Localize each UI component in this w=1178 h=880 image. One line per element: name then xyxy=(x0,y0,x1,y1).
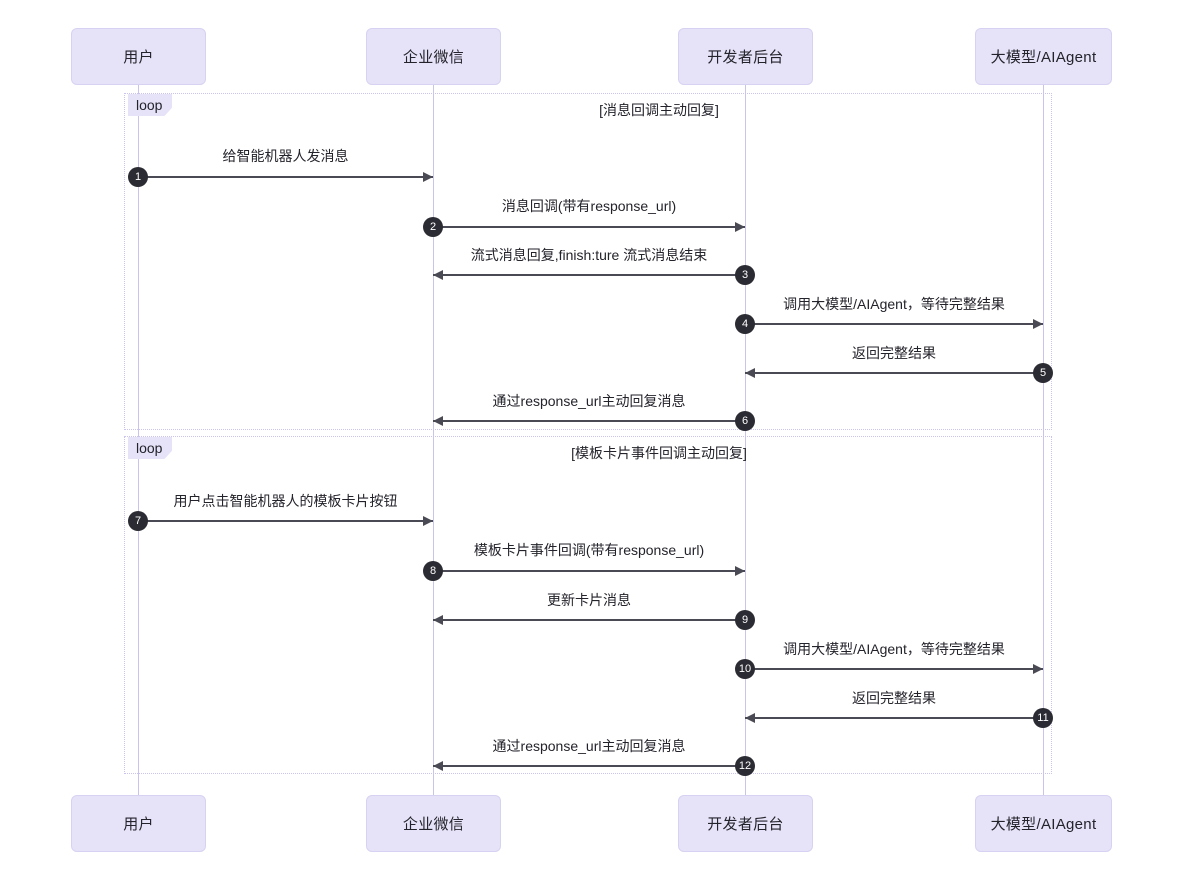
participant-box-llm-top[interactable]: 大模型/AIAgent xyxy=(975,28,1112,85)
message-line-12 xyxy=(433,765,745,767)
message-line-10 xyxy=(745,668,1043,670)
message-label-4: 调用大模型/AIAgent，等待完整结果 xyxy=(783,296,1005,312)
message-arrowhead-3 xyxy=(433,270,443,280)
message-number-badge-12: 12 xyxy=(735,756,755,776)
message-number-badge-5: 5 xyxy=(1033,363,1053,383)
participant-label: 企业微信 xyxy=(402,49,465,66)
lifeline-backend xyxy=(745,85,746,795)
participant-box-user-bottom[interactable]: 用户 xyxy=(71,795,206,852)
message-number-badge-11: 11 xyxy=(1033,708,1053,728)
participant-box-wecom-bottom[interactable]: 企业微信 xyxy=(366,795,501,852)
message-label-2: 消息回调(带有response_url) xyxy=(501,198,677,214)
message-arrowhead-6 xyxy=(433,416,443,426)
participant-label: 开发者后台 xyxy=(707,816,784,833)
participant-label: 开发者后台 xyxy=(707,49,784,66)
message-label-3: 流式消息回复,finish:ture 流式消息结束 xyxy=(470,247,708,263)
participant-label: 用户 xyxy=(123,49,154,66)
message-arrowhead-4 xyxy=(1033,319,1043,329)
message-arrowhead-12 xyxy=(433,761,443,771)
message-line-3 xyxy=(433,274,745,276)
participant-label: 用户 xyxy=(123,816,154,833)
loop-tag-2: loop xyxy=(128,437,173,459)
message-number-badge-4: 4 xyxy=(735,314,755,334)
participant-box-backend-bottom[interactable]: 开发者后台 xyxy=(678,795,813,852)
message-line-1 xyxy=(138,176,433,178)
message-arrowhead-5 xyxy=(745,368,755,378)
lifeline-llm xyxy=(1043,85,1044,795)
message-number-badge-8: 8 xyxy=(423,561,443,581)
message-arrowhead-9 xyxy=(433,615,443,625)
message-number-badge-10: 10 xyxy=(735,659,755,679)
message-line-9 xyxy=(433,619,745,621)
participant-label: 企业微信 xyxy=(402,816,465,833)
message-label-7: 用户点击智能机器人的模板卡片按钮 xyxy=(173,493,398,509)
loop-tag-1: loop xyxy=(128,94,173,116)
message-label-8: 模板卡片事件回调(带有response_url) xyxy=(473,542,705,558)
participant-box-user-top[interactable]: 用户 xyxy=(71,28,206,85)
participant-label: 大模型/AIAgent xyxy=(990,49,1097,66)
message-line-6 xyxy=(433,420,745,422)
message-arrowhead-7 xyxy=(423,516,433,526)
message-number-badge-9: 9 xyxy=(735,610,755,630)
message-number-badge-1: 1 xyxy=(128,167,148,187)
message-label-9: 更新卡片消息 xyxy=(547,592,631,608)
loop-title-2: [模板卡片事件回调主动回复] xyxy=(571,445,747,461)
message-number-badge-2: 2 xyxy=(423,217,443,237)
lifeline-wecom xyxy=(433,85,434,795)
message-label-10: 调用大模型/AIAgent，等待完整结果 xyxy=(783,641,1005,657)
message-arrowhead-11 xyxy=(745,713,755,723)
participant-box-wecom-top[interactable]: 企业微信 xyxy=(366,28,501,85)
message-line-5 xyxy=(745,372,1043,374)
message-label-1: 给智能机器人发消息 xyxy=(222,148,349,164)
message-arrowhead-1 xyxy=(423,172,433,182)
participant-box-backend-top[interactable]: 开发者后台 xyxy=(678,28,813,85)
message-line-4 xyxy=(745,323,1043,325)
message-arrowhead-10 xyxy=(1033,664,1043,674)
message-arrowhead-2 xyxy=(735,222,745,232)
loop-title-1: [消息回调主动回复] xyxy=(599,102,719,118)
message-number-badge-7: 7 xyxy=(128,511,148,531)
message-line-7 xyxy=(138,520,433,522)
message-number-badge-6: 6 xyxy=(735,411,755,431)
message-line-2 xyxy=(433,226,745,228)
message-line-11 xyxy=(745,717,1043,719)
message-arrowhead-8 xyxy=(735,566,745,576)
participant-label: 大模型/AIAgent xyxy=(990,816,1097,833)
message-label-6: 通过response_url主动回复消息 xyxy=(492,393,686,409)
participant-box-llm-bottom[interactable]: 大模型/AIAgent xyxy=(975,795,1112,852)
message-label-12: 通过response_url主动回复消息 xyxy=(492,738,686,754)
message-number-badge-3: 3 xyxy=(735,265,755,285)
message-label-11: 返回完整结果 xyxy=(852,690,936,706)
message-label-5: 返回完整结果 xyxy=(852,345,936,361)
message-line-8 xyxy=(433,570,745,572)
